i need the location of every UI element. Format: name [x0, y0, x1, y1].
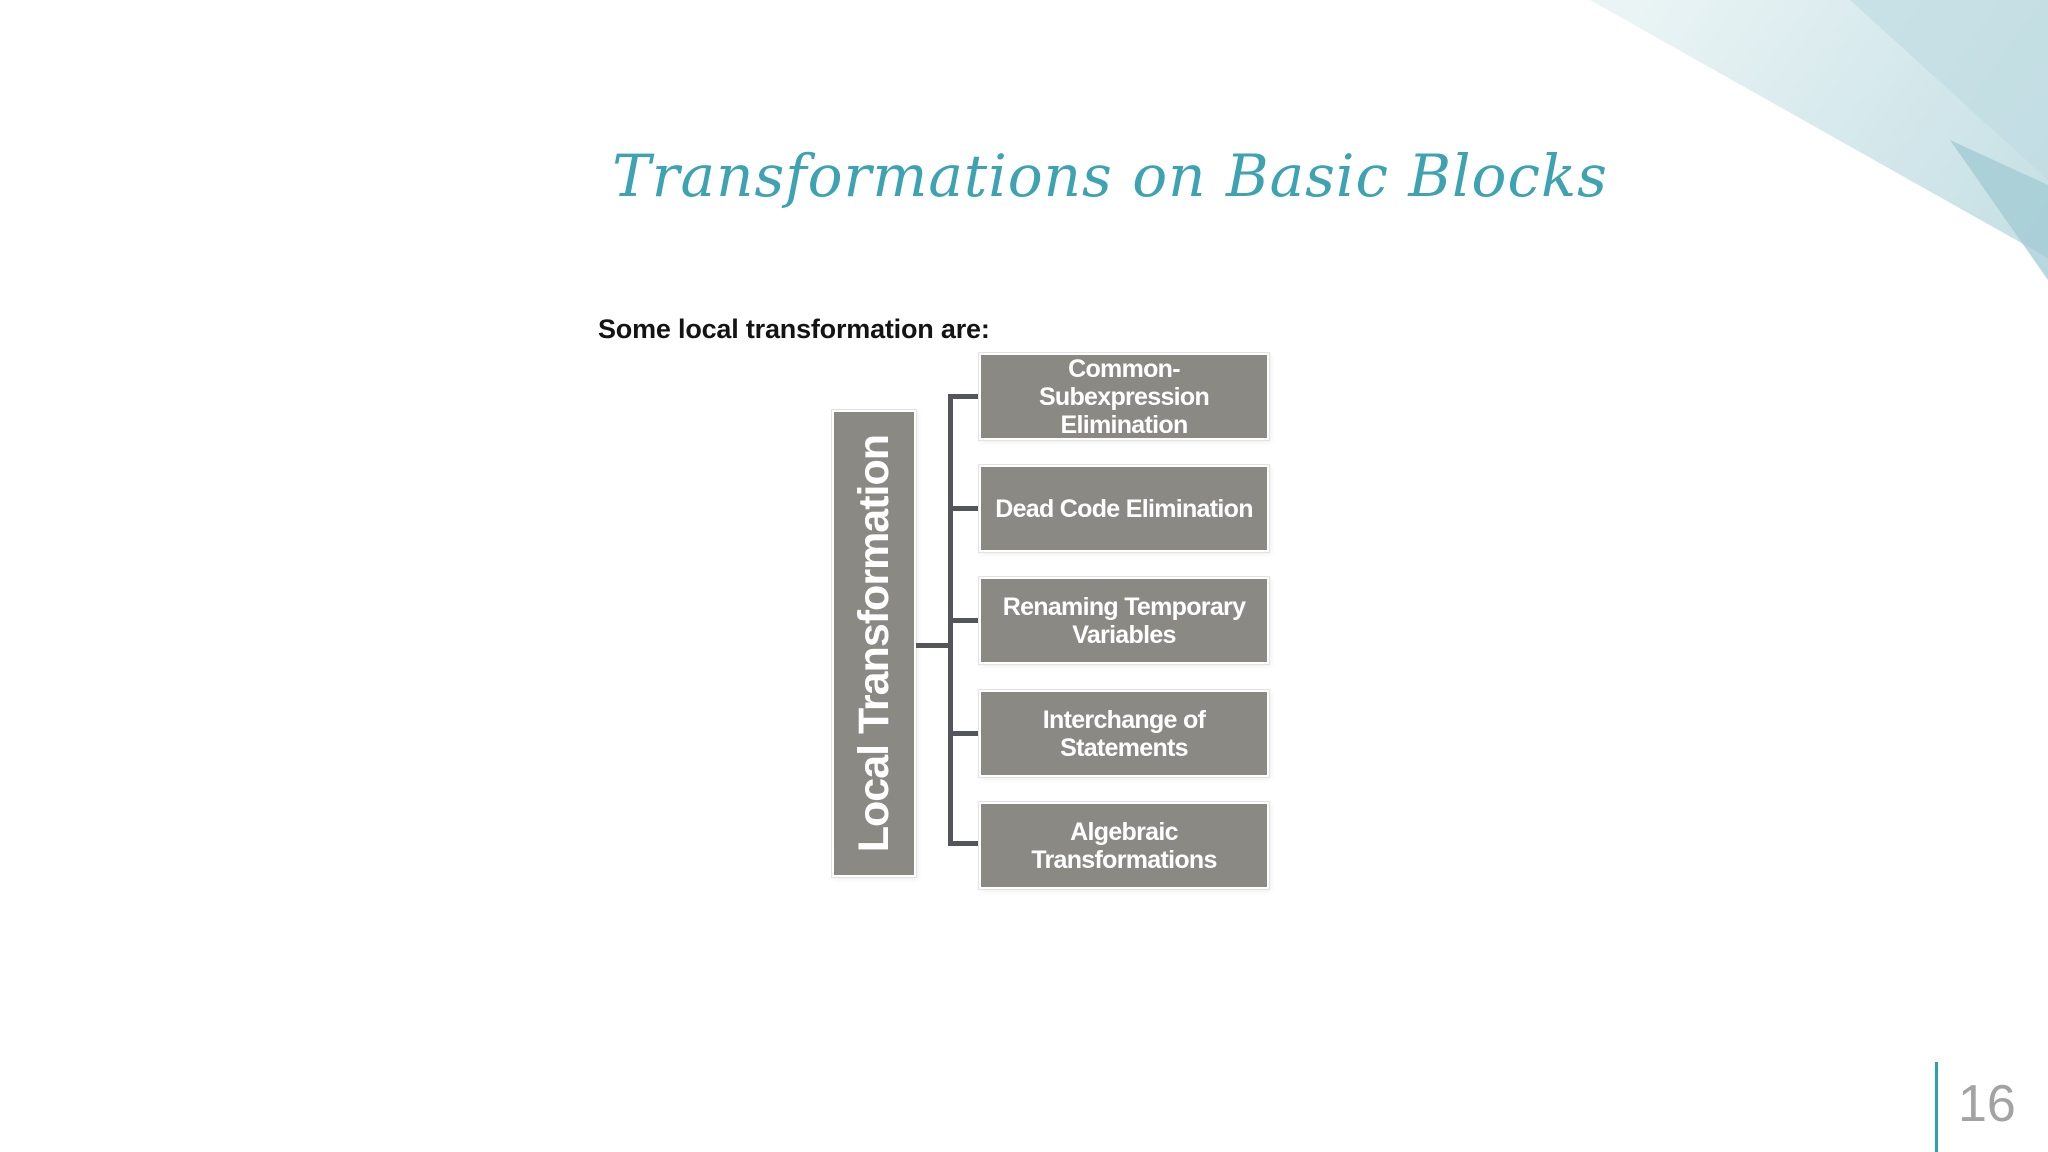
- connector-stub-1: [951, 394, 980, 399]
- subtitle-text: Some local transformation are:: [598, 314, 990, 344]
- connector-stub-4: [951, 731, 980, 736]
- page-number: 16: [1958, 1075, 2016, 1133]
- diagram-node-common-subexpression-elimination: Common- Subexpression Elimination: [979, 353, 1269, 440]
- diagram-root-node: Local Transformation: [832, 410, 916, 877]
- diagram-node-algebraic-transformations: Algebraic Transformations: [979, 802, 1269, 889]
- page-number-accent-line: [1935, 1062, 1938, 1152]
- diagram-node-interchange-of-statements: Interchange of Statements: [979, 690, 1269, 777]
- diagram-node-dead-code-elimination: Dead Code Elimination: [979, 465, 1269, 552]
- diagram-node-renaming-temporary-variables: Renaming Temporary Variables: [979, 577, 1269, 664]
- slide-title: Transformations on Basic Blocks: [612, 142, 1608, 210]
- connector-root-to-trunk: [916, 643, 950, 648]
- diagram-root-label: Local Transformation: [849, 434, 898, 853]
- connector-stub-3: [951, 618, 980, 623]
- connector-stub-5: [951, 841, 980, 846]
- connector-stub-2: [951, 506, 980, 511]
- connector-trunk: [948, 394, 953, 846]
